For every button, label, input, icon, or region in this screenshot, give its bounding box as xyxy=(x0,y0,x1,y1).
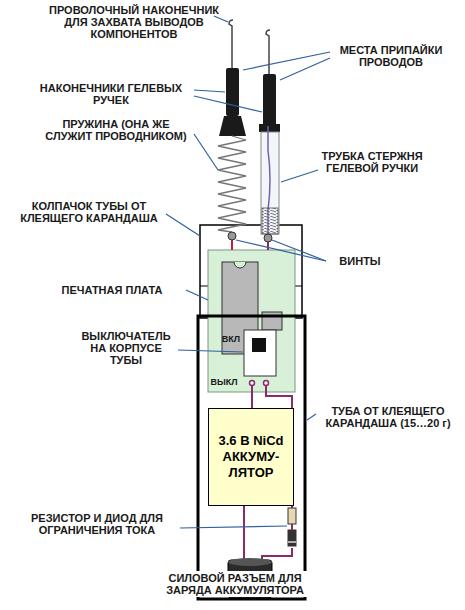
callout-label: ТРУБКА СТЕРЖНЯ ГЕЛЕВОЙ РУЧКИ xyxy=(320,150,424,174)
callout-label: КОЛПАЧОК ТУБЫ ОТ КЛЕЯЩЕГО КАРАНДАША xyxy=(14,200,164,224)
tip-flare xyxy=(219,116,246,136)
wire-tip xyxy=(229,20,233,68)
callout-label: МЕСТА ПРИПАЙКИ ПРОВОДОВ xyxy=(332,44,450,68)
battery-label: 3.6 В NiCd АККУМУ- ЛЯТОР xyxy=(215,433,287,481)
screw-thread xyxy=(262,208,278,234)
callout-label: ПРОВОЛОЧНЫЙ НАКОНЕЧНИК ДЛЯ ЗАХВАТА ВЫВОД… xyxy=(48,4,220,40)
terminal xyxy=(250,381,255,386)
spring xyxy=(218,136,246,232)
callout-label: СИЛОВОЙ РАЗЪЕМ ДЛЯ ЗАРЯДА АККУМУЛЯТОРА xyxy=(150,571,320,597)
callout-label: НАКОНЕЧНИКИ ГЕЛЕВЫХ РУЧЕК xyxy=(30,82,192,106)
chip-notch xyxy=(234,262,246,268)
diode-symbol xyxy=(288,530,296,546)
glue-tube xyxy=(198,316,305,599)
terminal xyxy=(264,381,269,386)
gel-pen-tip xyxy=(226,68,239,116)
leader-lines xyxy=(166,16,330,528)
callout-label: ПЕЧАТНАЯ ПЛАТА xyxy=(40,284,184,296)
wire-tip xyxy=(266,30,270,74)
screw xyxy=(264,234,272,242)
switch-knob xyxy=(252,338,266,352)
callout-label: ВЫКЛЮЧАТЕЛЬ НА КОРПУСЕ ТУБЫ xyxy=(76,330,176,366)
callout-label: ТУБА ОТ КЛЕЯЩЕГО КАРАНДАША (15…20 г) xyxy=(318,405,458,429)
callout-label: ПРУЖИНА (ОНА ЖЕ СЛУЖИТ ПРОВОДНИКОМ) xyxy=(40,118,192,142)
gel-pen-tip xyxy=(263,74,276,126)
screw xyxy=(228,232,236,240)
callout-label: ВИНТЫ xyxy=(330,255,390,267)
switch-position-label: ВЫКЛ xyxy=(209,377,239,387)
switch-body xyxy=(244,330,276,376)
switch-position-label: ВКЛ xyxy=(220,334,242,344)
resistor-symbol xyxy=(288,508,296,524)
callout-label: РЕЗИСТОР И ДИОД ДЛЯ ОГРАНИЧЕНИЯ ТОКА xyxy=(16,512,178,536)
wires xyxy=(232,232,292,562)
pcb xyxy=(208,250,295,392)
battery-box: 3.6 В NiCd АККУМУ- ЛЯТОР xyxy=(208,408,294,506)
